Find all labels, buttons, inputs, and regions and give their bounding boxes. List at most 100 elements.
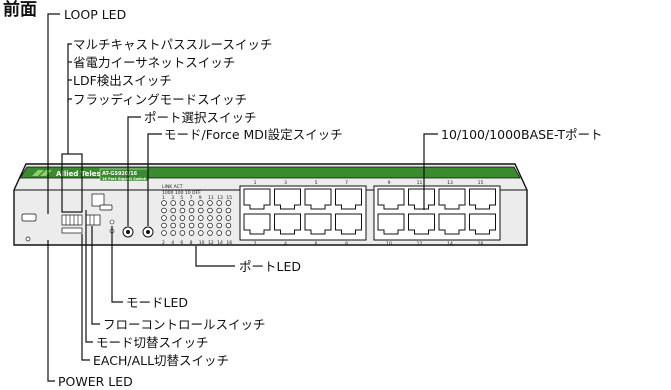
port-number: 1 [254,180,257,186]
led-number-odd: 5 [180,195,183,201]
leader-rj45 [423,133,438,210]
port-led [188,222,195,229]
led-legend-2: 1000 100 10 OFF [162,190,201,196]
label-port-led: ポートLED [239,259,301,274]
leader-port-led [195,246,235,267]
led-number-even: 2 [162,240,165,246]
rj45-port[interactable] [438,213,466,235]
rj45-port[interactable] [469,213,496,235]
rj45-port[interactable] [377,213,405,235]
leader-power-led [47,240,55,382]
model-subtitle: 16 Port Gigabit Switch [102,177,147,181]
port-number: 14 [447,241,453,247]
logo-mark-2 [40,170,52,176]
rj45-port[interactable] [243,213,271,235]
rj45-port[interactable] [438,188,466,210]
led-number-even: 8 [190,240,193,246]
leader-each-all [81,234,90,361]
leader-port-select [127,116,141,226]
label-mode-mdi-switch: モード/Force MDI設定スイッチ [164,127,343,142]
port-number: 12 [417,241,423,247]
label-rj45-ports: 10/100/1000BASE-Tポート [441,127,602,142]
rj45-port[interactable] [408,188,435,210]
label-ldf-switch: LDF検出スイッチ [73,73,172,88]
led-number-even: 6 [180,240,183,246]
leader-mode-mdi [147,133,162,226]
led-number-even: 10 [199,240,205,246]
port-led [207,200,213,206]
port-led [216,230,222,236]
label-each-all-switch: EACH/ALL切替スイッチ [93,353,229,368]
port-led [179,230,186,236]
port-led [225,222,232,229]
led-number-even: 4 [171,240,174,246]
port-led [207,215,213,221]
label-port-select-switch: ポート選択スイッチ [144,110,257,125]
port-number: 5 [315,180,318,186]
port-number: 6 [315,241,318,247]
label-multicast-switch: マルチキャストパススルースイッチ [73,37,272,52]
port-led [161,200,167,206]
rj45-port[interactable] [377,188,405,210]
rj45-port[interactable] [274,213,301,235]
port-led [216,200,222,206]
led-number-even: 12 [208,240,214,246]
port-number: 2 [254,241,257,247]
led-grid [161,200,232,236]
port-led [170,230,176,236]
port-led [225,200,232,206]
leader-multicast [67,43,70,102]
rj45-port[interactable] [335,213,362,235]
port-led [198,230,204,236]
port-led [161,215,167,221]
port-led [188,215,195,221]
led-number-odd: 11 [208,195,214,201]
port-led [216,215,222,221]
port-led [170,200,176,206]
port-led [216,207,222,214]
port-led [188,207,195,214]
leader-flow-control [91,226,100,325]
rj45-port[interactable] [304,188,332,210]
dip-switch-bank[interactable] [61,214,83,234]
led-number-odd: 15 [226,195,232,201]
page-title: 前面 [3,0,37,20]
rj45-port[interactable] [243,188,271,210]
port-number: 8 [345,241,348,247]
led-number-odd: 3 [171,195,174,201]
port-led [198,222,204,229]
model-name: AT-GS920/16 [102,171,138,177]
port-number: 9 [388,180,391,186]
port-number: 11 [417,180,423,186]
rj45-port[interactable] [304,213,332,235]
rj45-port[interactable] [335,188,362,210]
rj45-port[interactable] [469,188,496,210]
rj45-port[interactable] [408,213,435,235]
rj45-port-block-right [373,185,501,241]
port-led [198,207,204,214]
leader-mode-change [85,210,93,343]
port-led [225,230,232,236]
mode-led-block [91,193,105,207]
port-led [161,207,167,214]
mode-change-toggle[interactable] [99,204,113,211]
port-number: 13 [447,180,453,186]
switch-device: Allied Telesis AT-GS920/16 16 Port Gigab… [13,163,528,247]
flow-control-dip[interactable] [85,214,101,226]
label-loop-led: LOOP LED [64,7,126,22]
label-flow-control-switch: フローコントロールスイッチ [103,317,266,332]
port-led [207,230,213,236]
label-power-saving-switch: 省電力イーサネットスイッチ [73,55,235,70]
led-number-odd: 7 [190,195,193,201]
port-led [179,207,186,214]
port-number: 16 [478,241,484,247]
port-led [161,230,167,236]
port-number: 4 [284,241,287,247]
port-led [225,215,232,221]
rj45-port[interactable] [274,188,301,210]
led-number-even: 14 [217,240,223,246]
